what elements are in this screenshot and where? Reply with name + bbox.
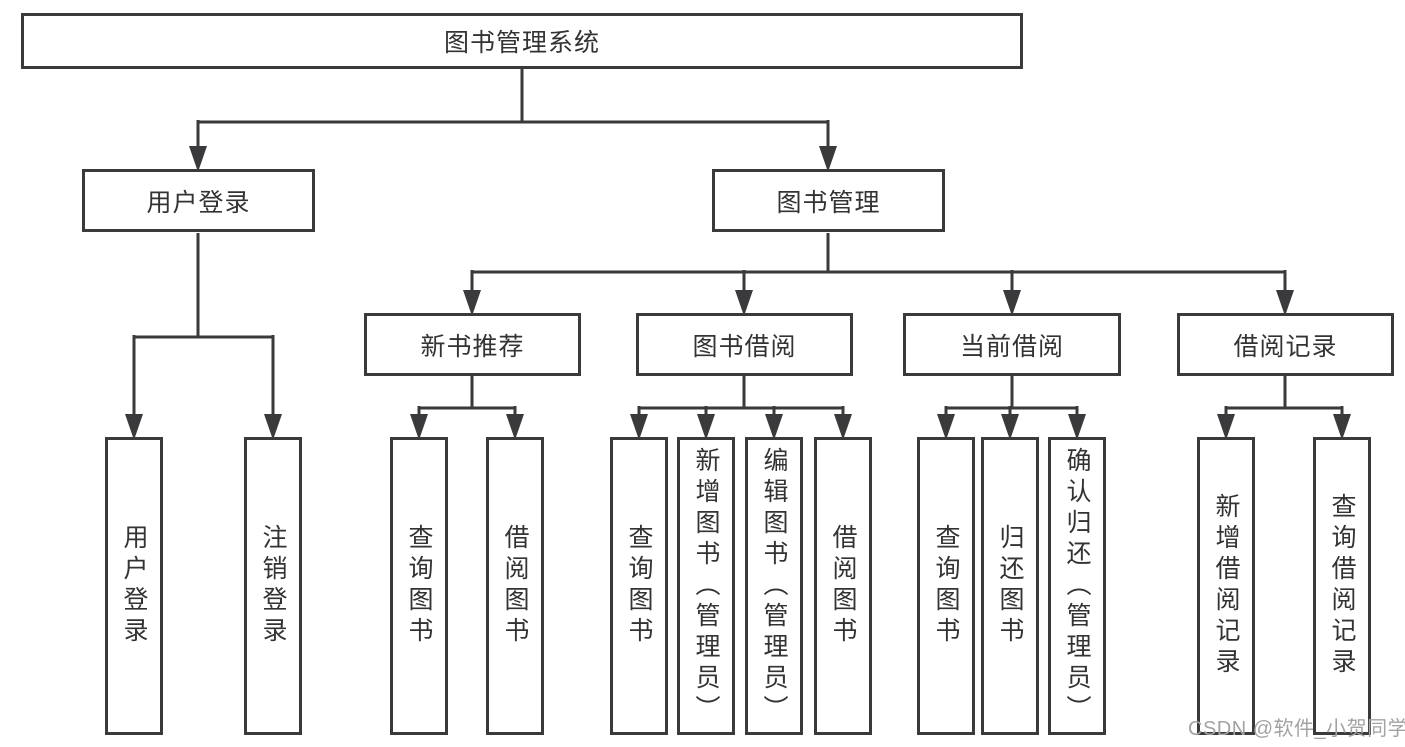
leaf-query-borrow-record: 查询借阅记录 [1313,437,1371,735]
leaf-label: 归还图书 [996,524,1024,648]
leaf-add-borrow-record: 新增借阅记录 [1197,437,1255,735]
leaf-return-book: 归还图书 [981,437,1039,735]
node-user-login: 用户登录 [82,169,315,232]
node-label: 图书管理系统 [443,29,600,57]
leaf-label: 借阅图书 [829,524,857,648]
node-label: 当前借阅 [959,332,1064,361]
leaf-add-book-admin: 新增图书（管理员） [677,437,735,735]
leaf-label: 查询图书 [405,524,433,648]
leaf-label: 新增借阅记录 [1212,493,1240,679]
leaf-label: 查询借阅记录 [1328,493,1356,679]
leaf-label: 注销登录 [259,524,287,648]
node-new-book-recommendation: 新书推荐 [364,313,581,376]
node-current-borrowing: 当前借阅 [903,313,1121,376]
leaf-query-book: 查询图书 [610,437,668,735]
node-borrowing-records: 借阅记录 [1177,313,1394,376]
node-label: 新书推荐 [420,332,525,361]
leaf-label: 借阅图书 [501,524,529,648]
csdn-watermark: CSDN @软件_小贺同学 [1188,718,1405,740]
leaf-query-book: 查询图书 [917,437,975,735]
node-book-borrowing: 图书借阅 [636,313,853,376]
node-label: 图书管理 [776,188,881,217]
leaf-label: 确认归还（管理员） [1063,446,1091,726]
leaf-edit-book-admin: 编辑图书（管理员） [745,437,803,735]
leaf-label: 查询图书 [932,524,960,648]
leaf-query-book: 查询图书 [390,437,448,735]
leaf-logout: 注销登录 [244,437,302,735]
leaf-user-login: 用户登录 [105,437,163,735]
leaf-confirm-return-admin: 确认归还（管理员） [1048,437,1106,735]
leaf-label: 新增图书（管理员） [692,446,720,726]
leaf-label: 查询图书 [625,524,653,648]
leaf-label: 用户登录 [120,524,148,648]
leaf-borrow-book: 借阅图书 [814,437,872,735]
node-label: 借阅记录 [1233,332,1338,361]
leaf-borrow-book: 借阅图书 [486,437,544,735]
node-book-management: 图书管理 [712,169,945,232]
node-library-management-system: 图书管理系统 [21,13,1023,69]
leaf-label: 编辑图书（管理员） [760,446,788,726]
node-label: 图书借阅 [692,332,797,361]
node-label: 用户登录 [146,188,251,217]
